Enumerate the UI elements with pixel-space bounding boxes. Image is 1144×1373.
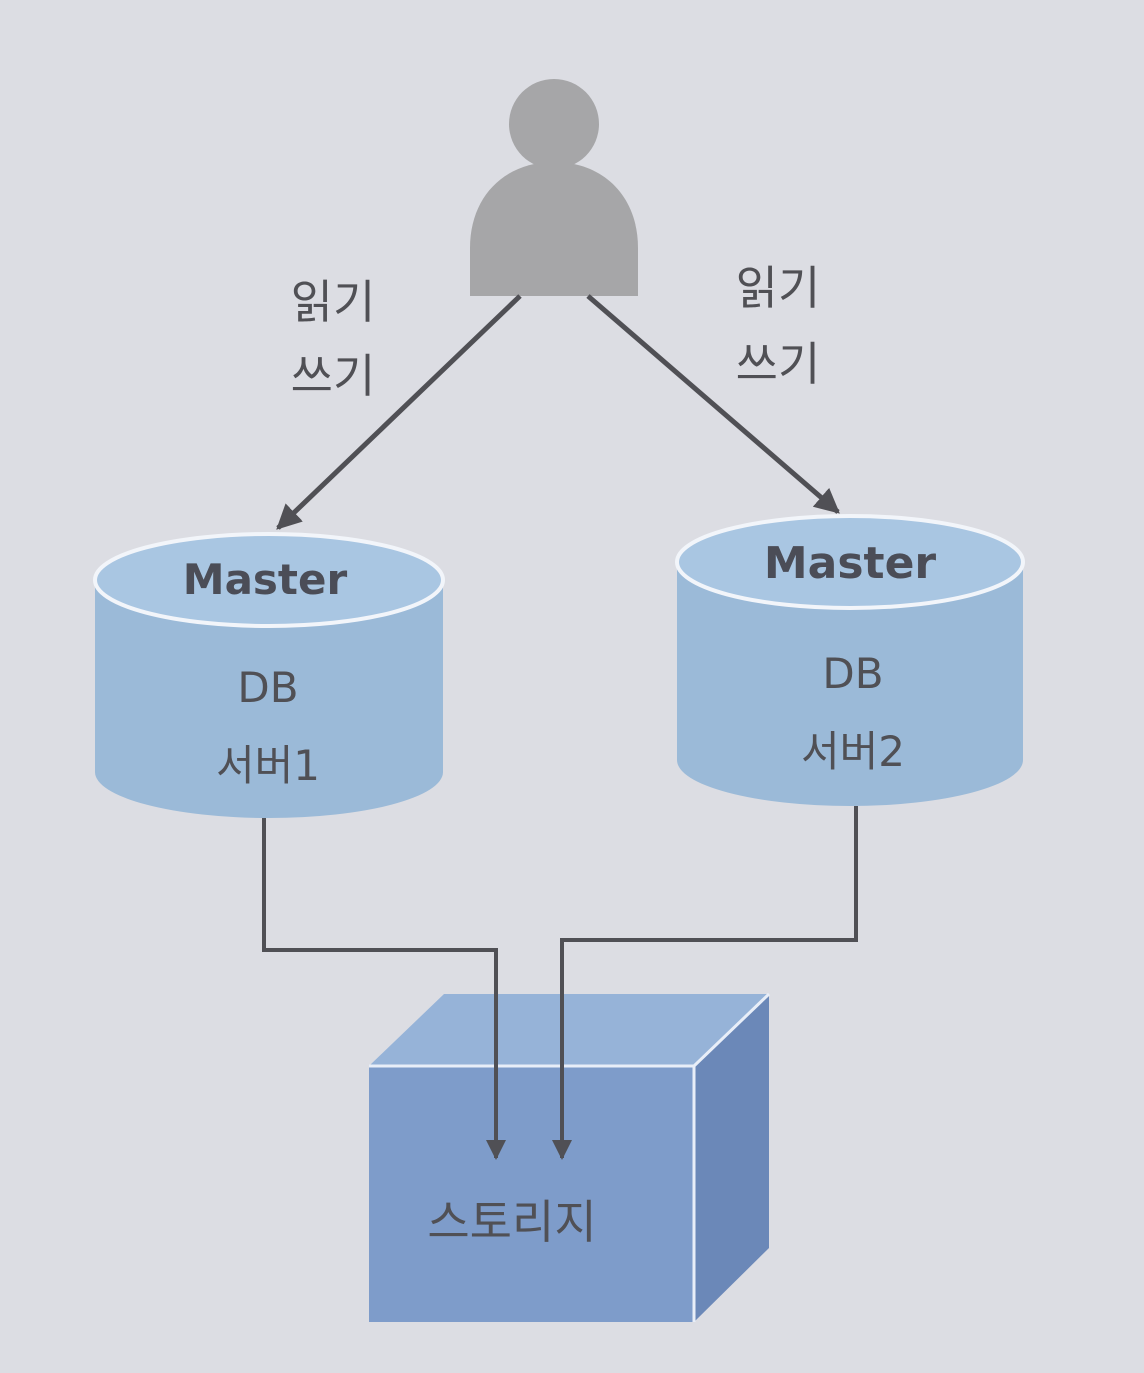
connector-db2-to-storage xyxy=(552,806,858,1160)
storage-label: 스토리지 xyxy=(427,1195,596,1249)
db2-title: Master xyxy=(764,538,937,589)
db1-label-db: DB xyxy=(237,663,298,712)
left-edge-label-write: 쓰기 xyxy=(291,349,376,403)
storage-box: 스토리지 xyxy=(369,992,771,1322)
db2-label-server: 서버2 xyxy=(801,727,905,776)
left-edge-label-read: 읽기 xyxy=(291,275,376,329)
db1-label-server: 서버1 xyxy=(216,741,320,790)
db1-title: Master xyxy=(183,555,348,604)
connector-db1-to-storage xyxy=(262,818,506,1160)
db2-label-db: DB xyxy=(822,649,883,698)
db-server-1: Master DB 서버1 xyxy=(93,532,445,818)
user-icon xyxy=(470,79,638,296)
right-edge-label-write: 쓰기 xyxy=(736,337,821,391)
arrow-user-to-db1 xyxy=(276,294,522,530)
right-edge-label-read: 읽기 xyxy=(736,261,821,315)
db-server-2: Master DB 서버2 xyxy=(675,514,1025,806)
arrow-user-to-db2 xyxy=(586,294,840,514)
